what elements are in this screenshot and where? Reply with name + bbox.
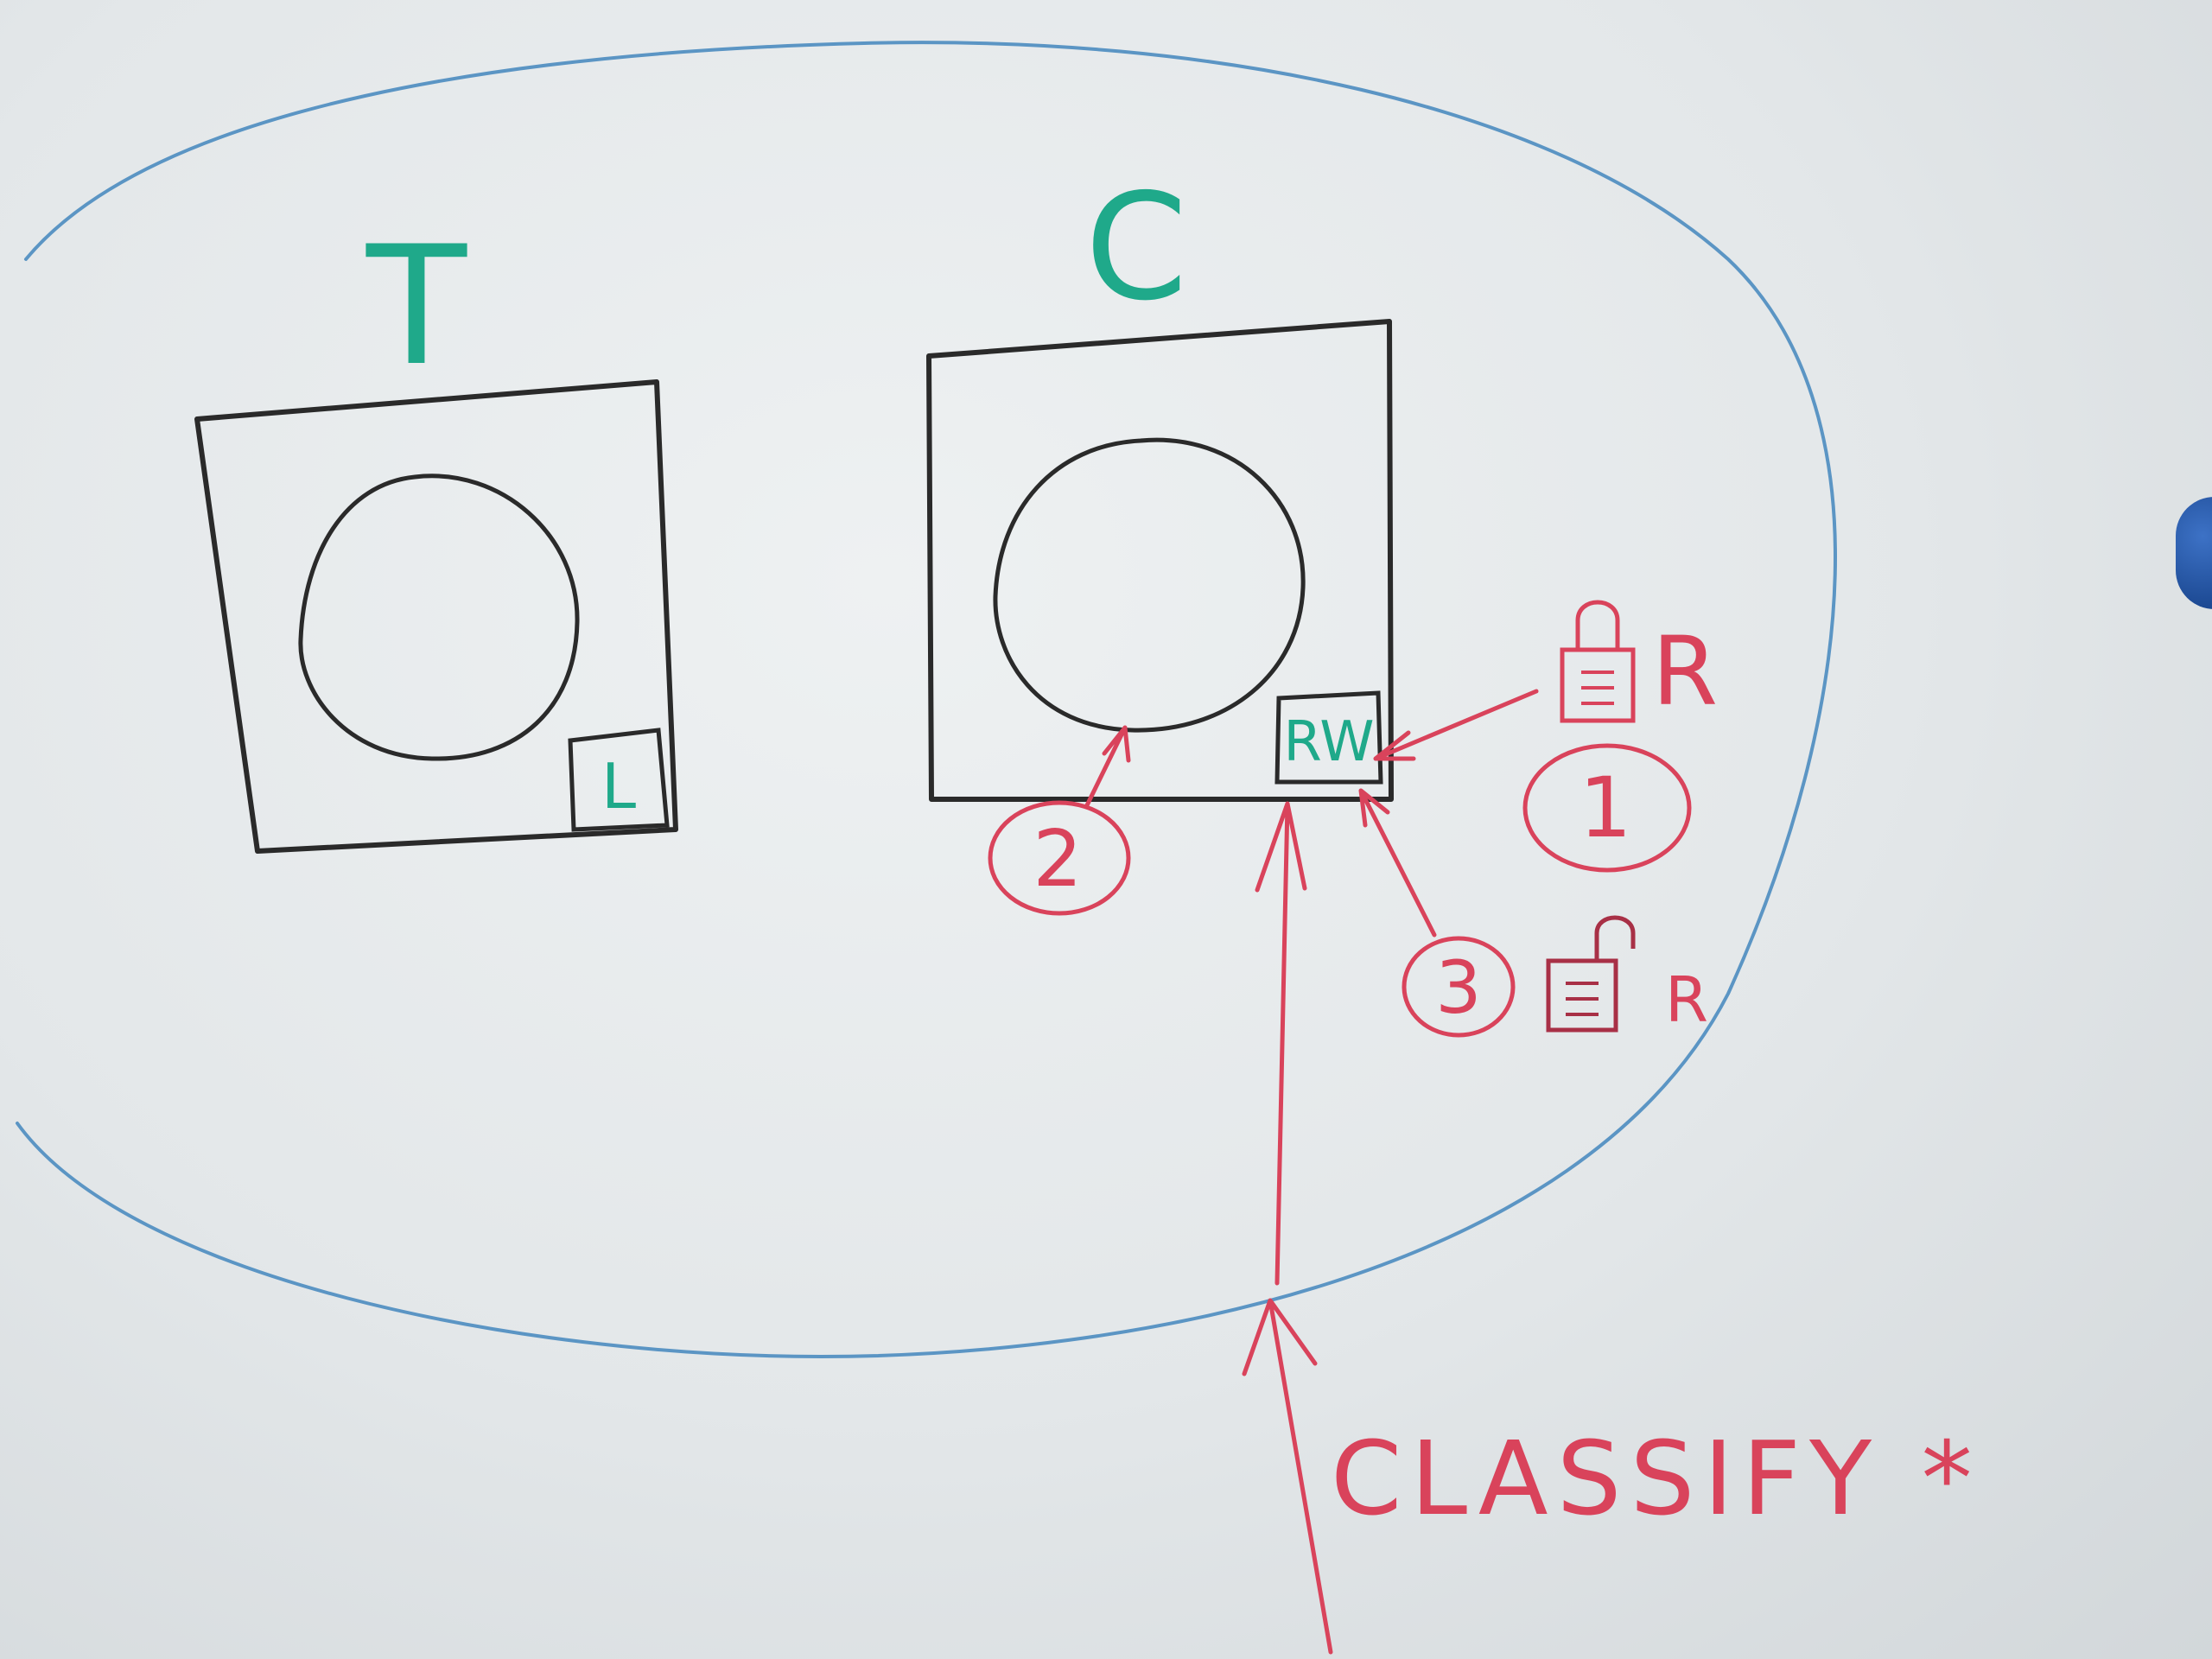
step-3-number: 3 xyxy=(1435,945,1481,1030)
table-c-badge-frame xyxy=(1274,690,1383,785)
classify-arrows xyxy=(1242,801,1333,1655)
step-1-lock-label: R xyxy=(1652,616,1718,727)
table-t-badge-letter: L xyxy=(601,750,636,823)
step-2: 2 xyxy=(988,725,1131,916)
table-t-frame xyxy=(194,379,678,854)
step-3-arrow xyxy=(1358,788,1437,938)
magnet xyxy=(2176,497,2212,609)
step-1-circle xyxy=(1522,743,1692,873)
table-t-circle xyxy=(298,474,580,761)
classify-command: CLASSIFY * xyxy=(1331,1419,1981,1538)
table-c-label: C xyxy=(1085,162,1188,334)
padlock-closed-icon xyxy=(1560,600,1636,723)
scope-boundary xyxy=(16,41,1837,1359)
step-1-arrow xyxy=(1373,689,1539,761)
step-3-lock-label: R xyxy=(1665,963,1708,1036)
classify-inner-arrow xyxy=(1255,801,1307,1286)
step-2-circle xyxy=(988,800,1131,916)
step-3: 3 R xyxy=(1358,788,1708,1038)
classify-outer-arrow xyxy=(1242,1298,1333,1655)
step-3-circle xyxy=(1402,936,1516,1038)
table-t-badge-frame xyxy=(568,728,670,832)
table-t-label: T xyxy=(365,211,467,402)
table-c-frame xyxy=(926,319,1394,802)
step-1-number: 1 xyxy=(1579,760,1631,856)
padlock-open-icon xyxy=(1546,915,1636,1033)
table-c: RW C xyxy=(926,162,1394,802)
table-t: L T xyxy=(194,211,678,854)
step-2-number: 2 xyxy=(1033,814,1082,905)
step-1: R 1 xyxy=(1373,600,1718,873)
table-c-badge-letters: RW xyxy=(1283,710,1374,774)
step-2-arrow xyxy=(1084,725,1131,808)
table-c-circle xyxy=(993,437,1306,733)
